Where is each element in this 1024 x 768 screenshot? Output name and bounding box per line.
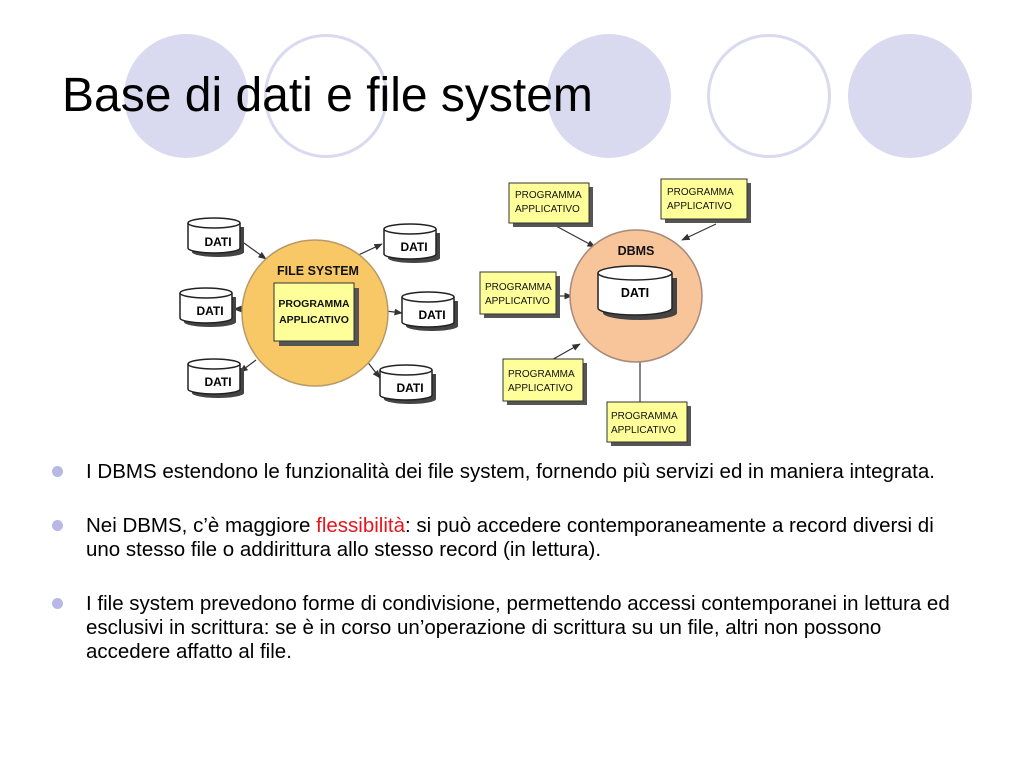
dbms-data-cylinder: DATI bbox=[597, 265, 677, 320]
bullet-icon bbox=[52, 466, 63, 477]
decor-circle-1 bbox=[124, 34, 248, 158]
fs-data-cylinder-6: DATI bbox=[379, 364, 436, 404]
dbms-program-box-1: PROGRAMMA APPLICATIVO bbox=[508, 182, 593, 227]
bullet-item-2: Nei DBMS, c’è maggiore flessibilità: si … bbox=[48, 514, 968, 562]
dbms-diagram: DBMS DATI PROGRAMMA APPLICATIVO PROGRAMM… bbox=[479, 178, 751, 446]
fs-data-label: DATI bbox=[418, 308, 445, 322]
fs-data-label: DATI bbox=[196, 304, 223, 318]
program-label-line1: PROGRAMMA bbox=[508, 369, 575, 380]
fs-data-label: DATI bbox=[400, 240, 427, 254]
fs-data-label: DATI bbox=[204, 235, 231, 249]
bullet-item-1: I DBMS estendono le funzionalità dei fil… bbox=[48, 460, 968, 484]
decor-circle-2 bbox=[264, 34, 388, 158]
fs-data-label: DATI bbox=[204, 375, 231, 389]
arrow-fs-topleft bbox=[243, 242, 267, 260]
bullet-text-3: I file system prevedono forme di condivi… bbox=[86, 592, 950, 663]
dbms-program-box-3: PROGRAMMA APPLICATIVO bbox=[479, 271, 560, 318]
program-label-line2: APPLICATIVO bbox=[508, 383, 573, 394]
file-system-diagram: FILE SYSTEM PROGRAMMA APPLICATIVO DATI D… bbox=[179, 217, 458, 404]
fs-program-label-line1: PROGRAMMA bbox=[278, 298, 350, 310]
bullet-icon bbox=[52, 520, 63, 531]
decor-circle-4 bbox=[707, 34, 831, 158]
program-label-line2: APPLICATIVO bbox=[611, 425, 676, 436]
program-label-line1: PROGRAMMA bbox=[611, 411, 678, 422]
architecture-diagram: FILE SYSTEM PROGRAMMA APPLICATIVO DATI D… bbox=[179, 178, 751, 446]
program-label-line1: PROGRAMMA bbox=[515, 190, 582, 201]
program-label-line1: PROGRAMMA bbox=[667, 187, 734, 198]
fs-data-cylinder-5: DATI bbox=[187, 358, 244, 398]
dbms-program-box-2: PROGRAMMA APPLICATIVO bbox=[660, 178, 751, 223]
fs-data-cylinder-2: DATI bbox=[383, 223, 440, 263]
bullet-list: I DBMS estendono le funzionalità dei fil… bbox=[48, 460, 968, 694]
bullet-item-3: I file system prevedono forme di condivi… bbox=[48, 592, 968, 664]
dbms-data-label: DATI bbox=[621, 286, 649, 300]
decor-circle-3 bbox=[547, 34, 671, 158]
fs-data-label: DATI bbox=[396, 381, 423, 395]
dbms-program-box-4: PROGRAMMA APPLICATIVO bbox=[502, 358, 587, 405]
fs-program-box bbox=[273, 282, 355, 342]
highlight-flessibilita: flessibilità bbox=[316, 514, 406, 537]
dbms-program-box-5: PROGRAMMA APPLICATIVO bbox=[606, 401, 691, 446]
fs-data-cylinder-1: DATI bbox=[187, 217, 244, 257]
slide-title: Base di dati e file system bbox=[62, 69, 593, 122]
program-label-line2: APPLICATIVO bbox=[667, 201, 732, 212]
bullet-text-2-after: : si può accedere contemporaneamente a r… bbox=[86, 514, 934, 561]
fs-data-cylinder-4: DATI bbox=[401, 291, 458, 331]
program-label-line1: PROGRAMMA bbox=[485, 282, 552, 293]
bullet-text-2-before: Nei DBMS, c’è maggiore bbox=[86, 514, 317, 537]
fs-program-label-line2: APPLICATIVO bbox=[279, 314, 349, 326]
program-label-line2: APPLICATIVO bbox=[485, 296, 550, 307]
dbms-label: DBMS bbox=[618, 244, 655, 258]
bullet-icon bbox=[52, 598, 63, 609]
fs-data-cylinder-3: DATI bbox=[179, 287, 236, 327]
decor-circle-5 bbox=[848, 34, 972, 158]
arrow-dbms-topleft bbox=[555, 225, 596, 248]
arrow-dbms-topright bbox=[681, 223, 717, 241]
file-system-label: FILE SYSTEM bbox=[277, 264, 359, 278]
bullet-text-1: I DBMS estendono le funzionalità dei fil… bbox=[86, 460, 935, 483]
program-label-line2: APPLICATIVO bbox=[515, 204, 580, 215]
